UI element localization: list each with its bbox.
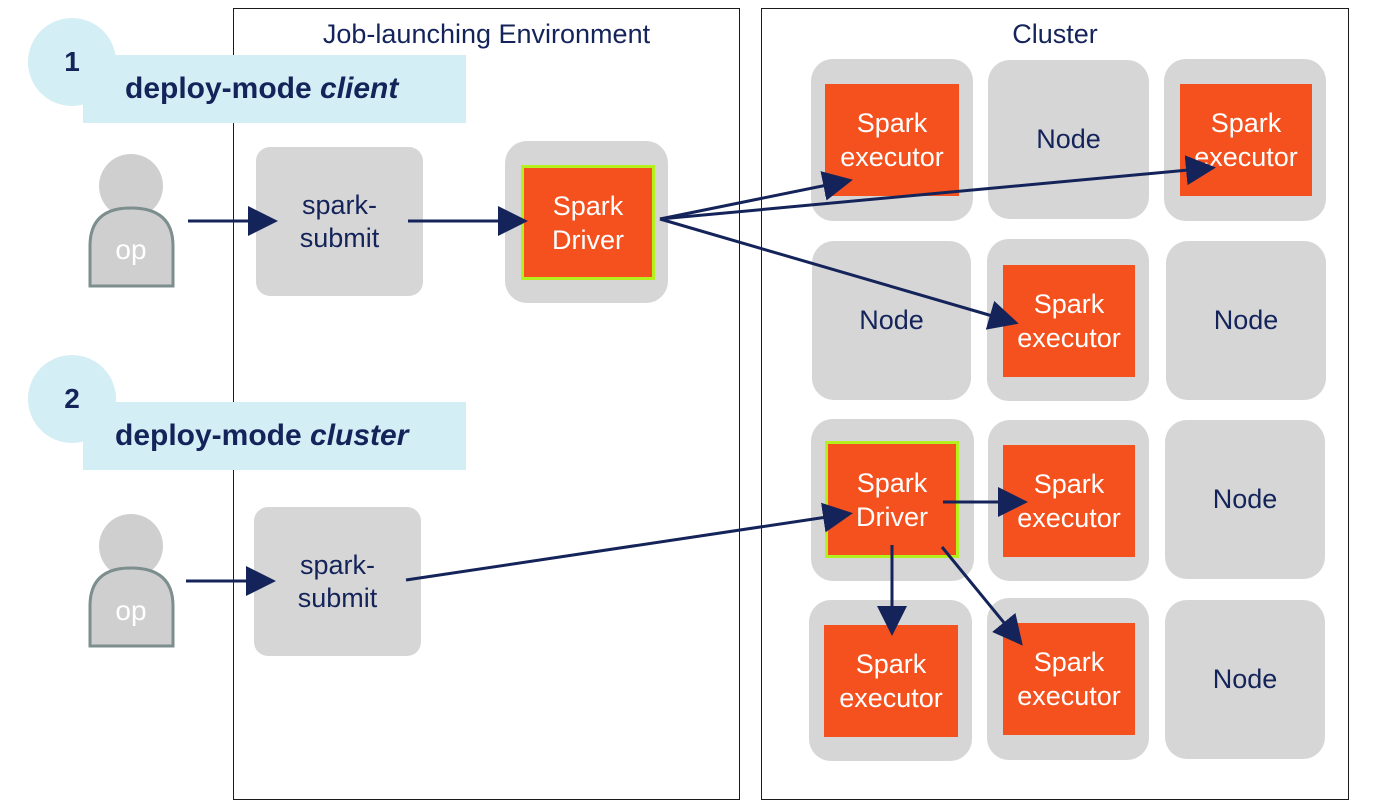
user-icon-1 [88, 154, 175, 288]
spark-executor-r2c2: Spark executor [1003, 265, 1135, 377]
spark-executor-r4c2: Spark executor [1003, 623, 1135, 735]
node-r1c2-label: Node [1036, 124, 1101, 154]
spark-executor-r3c2-line1: Spark [1033, 469, 1105, 499]
spark-submit-1-label: spark- submit [256, 147, 423, 296]
node-r2c1-label: Node [859, 305, 924, 335]
mode-1-number-badge: 1 [28, 18, 116, 106]
spark-executor-r4c2-line1: Spark [1033, 647, 1105, 677]
node-r3c3-label: Node [1212, 484, 1278, 514]
spark-submit-1-line1: spark- [301, 189, 377, 220]
spark-executor-r3c2-line2: executor [1017, 503, 1121, 533]
mode-1-banner: deploy-mode client [83, 55, 466, 123]
cluster-node-r1c2: Node [988, 60, 1149, 219]
cluster-node-r3c3: Node [1165, 420, 1325, 579]
mode-2-label-prefix: deploy-mode [115, 419, 311, 452]
mode-2-number-badge: 2 [28, 355, 116, 443]
cluster-node-r4c1: Spark executor [809, 600, 972, 761]
cluster-node-r1c3: Spark executor [1164, 59, 1326, 221]
arrow-driver-to-executor-r1c3 [659, 155, 1216, 221]
spark-driver-client-line1: Spark [552, 190, 624, 221]
cluster-node-r3c1: Spark Driver [811, 419, 974, 581]
spark-submit-2-line2: submit [297, 582, 378, 613]
spark-executor-r1c3-line1: Spark [1210, 108, 1282, 138]
mode-1-label-prefix: deploy-mode [125, 72, 321, 105]
spark-executor-r3c2: Spark executor [1003, 445, 1135, 557]
job-launching-environment-title: Job-launching Environment [322, 19, 651, 49]
arrow-submit2-to-cluster-driver [405, 502, 853, 582]
spark-executor-r4c1-line2: executor [839, 683, 943, 713]
spark-submit-1-line2: submit [299, 222, 380, 253]
user-icon-2 [88, 514, 175, 648]
node-r2c3-label: Node [1213, 305, 1279, 335]
user-2-label: op [115, 595, 147, 626]
spark-executor-r2c2-line1: Spark [1033, 289, 1105, 319]
arrow-cluster-driver-to-executor-r4c2 [940, 546, 1023, 646]
arrow-driver-to-executor-r1c1 [659, 171, 853, 221]
spark-driver-cluster-line2: Driver [856, 501, 928, 532]
spark-executor-r4c2-line2: executor [1017, 681, 1121, 711]
cluster-node-r2c3: Node [1166, 241, 1326, 400]
spark-submit-2-label: spark- submit [254, 507, 421, 656]
mode-2-number: 2 [64, 383, 80, 414]
cluster-node-r2c2: Spark executor [987, 239, 1149, 401]
cluster-title: Cluster [1012, 19, 1098, 49]
mode-1-number: 1 [64, 46, 80, 77]
spark-executor-r2c2-line2: executor [1017, 323, 1121, 353]
spark-submit-2-line1: spark- [299, 549, 375, 580]
user-1-label: op [115, 234, 147, 265]
node-r4c3-label: Node [1212, 664, 1278, 694]
cluster-node-r2c1: Node [812, 241, 971, 400]
cluster-node-r4c3: Node [1165, 600, 1325, 759]
mode-2-label-mode: cluster [310, 419, 409, 452]
spark-executor-r1c1-line1: Spark [856, 108, 928, 138]
spark-driver-client: Spark Driver [521, 165, 655, 280]
spark-driver-cluster-line1: Spark [856, 467, 928, 498]
spark-executor-r1c1-line2: executor [840, 142, 944, 172]
client-driver-host: Spark Driver [505, 141, 668, 303]
spark-driver-client-line2: Driver [552, 224, 624, 255]
spark-driver-cluster: Spark Driver [825, 441, 959, 558]
mode-1-label-mode: client [320, 72, 399, 105]
spark-submit-box-1: spark- submit [256, 147, 423, 296]
mode-2-banner: deploy-mode cluster [83, 402, 466, 470]
spark-executor-r4c1-line1: Spark [855, 649, 927, 679]
arrow-driver-to-executor-r2c2 [659, 217, 1019, 330]
spark-submit-box-2: spark- submit [254, 507, 421, 656]
spark-executor-r4c1: Spark executor [824, 625, 958, 737]
